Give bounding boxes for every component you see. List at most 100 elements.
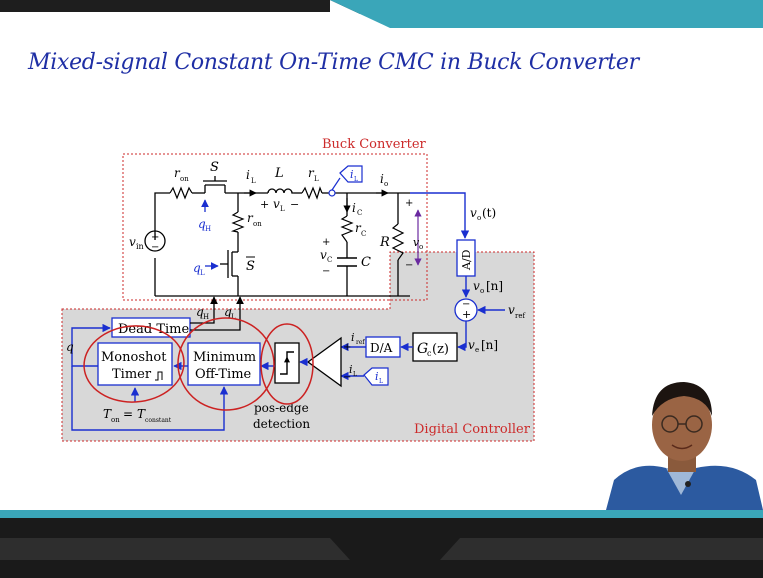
vo-sub: o [419,243,423,251]
load-resistor [391,223,405,261]
annotation-circle-monoshot [83,325,185,403]
pos-edge-label-2: detection [253,417,310,431]
ve-n-arg: [n] [481,338,498,352]
ron-top-resistor [169,186,193,200]
sense-node [328,189,336,197]
dead-time-label: Dead Time [118,322,189,337]
vc-plus: + [322,237,330,248]
ql-label: q [193,261,201,275]
load-label: R [379,235,390,250]
iref-sub: ref [356,339,365,346]
vo-n-label: v [473,279,480,293]
qh-bus-label: q [196,305,204,319]
q-output-wire [71,323,111,367]
min-off-label-2: Off-Time [195,367,252,382]
vin-plus: + [151,232,159,243]
tconst-label: T [137,407,146,421]
qh-sub: H [205,225,211,233]
io-label: i [380,172,384,186]
vl-sub: L [280,205,285,213]
vl-minus: − [290,198,299,211]
qh-label: q [198,217,206,231]
vin-minus: − [151,242,159,253]
rl-label: r [308,166,315,180]
il-sub: L [251,177,256,185]
switch-s-label: S [210,160,219,175]
gc-label: G [417,341,428,357]
ql-bus-wire [190,296,244,331]
ql-sub: L [200,269,205,277]
bottom-decor-bar [0,510,763,578]
vo-t-sub: o [477,214,481,222]
monoshot-timer-block [97,342,173,386]
ton-sub: on [111,416,120,424]
ql-bus-label: q [224,305,232,319]
rc-label: r [355,221,362,235]
il-tag-sub: L [354,176,358,183]
buck-converter-label: Buck Converter [322,137,427,152]
pos-edge-label-1: pos-edge [254,401,309,415]
iref-label: i [351,331,355,344]
ron-side-sub: on [253,220,262,228]
switch-sbar-label: S [246,259,255,274]
vin-label-sub: in [136,242,144,251]
ve-n-sub: e [475,346,479,354]
sum-minus: − [462,299,470,310]
min-off-label-1: Minimum [193,350,256,365]
ton-label: T [103,407,112,421]
inductor [267,188,294,194]
annotation-circle-posedge [260,323,314,405]
presenter-video [606,360,763,510]
il-sensor-sub: L [379,378,383,385]
vl-label: v [273,197,280,211]
il-label: i [246,168,250,182]
vo-t-arg: (t) [482,206,496,220]
ve-n-label: v [468,338,475,352]
top-decor-bar [0,0,763,40]
annotation-circle-minoff [177,317,275,411]
vo-n-arg: [n] [486,279,503,293]
ic-label: i [352,201,356,215]
il-fb-sub: L [353,371,357,378]
da-label: D/A [370,341,393,355]
rl-resistor [301,186,323,200]
qh-bus-sub: H [203,313,209,321]
monoshot-pulse-icon [155,371,163,381]
ron-side-resistor [230,211,245,233]
digital-controller-label: Digital Controller [414,422,531,437]
inductor-label: L [274,166,284,181]
rc-resistor [340,215,354,243]
q-feedback-loop [71,366,229,431]
il-sensor-tag [339,165,363,183]
il-fb-label: i [349,363,353,376]
vo-minus: − [405,260,413,271]
circuit-diagram: Digital Controller Buck Converter [61,137,535,442]
ic-sub: C [357,209,362,217]
vref-label: v [508,303,515,317]
il-sensor-label: i [375,370,379,383]
q-label: q [66,340,74,354]
cmp-minus: − [343,372,351,383]
ton-eq: = [123,407,133,421]
comparator [306,336,342,388]
min-off-time-block [187,342,261,386]
vin-label: v [129,235,136,249]
power-stage-wires [154,192,410,297]
sense-tap [331,177,341,191]
rc-sub: C [361,230,366,238]
vc-minus: − [322,266,330,277]
high-side-switch [203,176,227,193]
io-sub: o [384,180,388,188]
ron-top-label: r [174,166,181,180]
vo-n-sub: o [480,287,484,295]
cap-label: C [361,255,371,270]
buck-converter-region [122,153,428,301]
il-tag-label: i [350,168,354,181]
rl-sub: L [314,175,319,183]
gc-arg: (z) [432,342,449,357]
vc-sub: C [327,256,332,264]
monoshot-label-2: Timer [112,367,152,382]
vo-t-label: v [470,206,477,220]
cmp-plus: + [343,342,351,353]
